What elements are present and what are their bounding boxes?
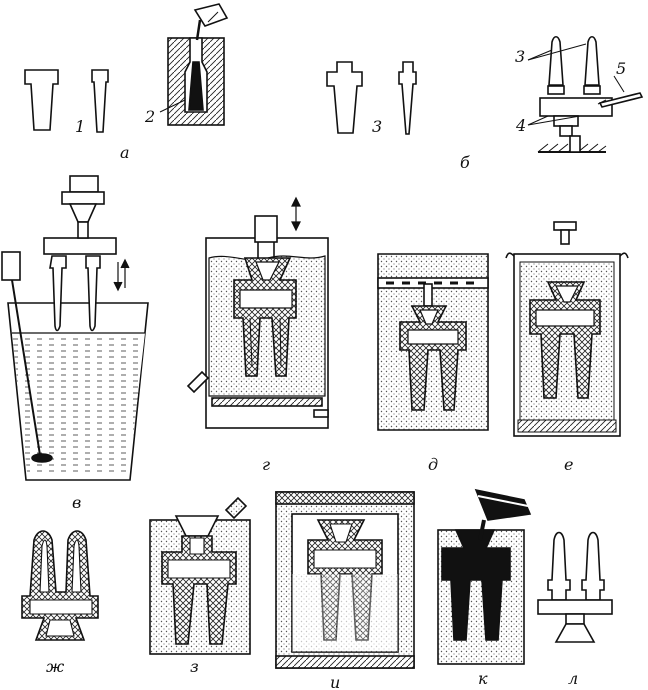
label-e: е	[564, 455, 573, 474]
label-g: г	[262, 455, 270, 474]
panel-i	[275, 491, 415, 669]
label-a: а	[120, 143, 130, 162]
panel-g	[186, 196, 329, 429]
finished-casting	[547, 531, 571, 601]
callout-4: 4	[515, 116, 526, 135]
callout-3: 3	[372, 117, 382, 136]
assembly-on-holder	[43, 175, 117, 332]
panel-z	[149, 496, 251, 655]
panel-d	[377, 253, 489, 431]
callout-2: 2	[144, 107, 155, 126]
label-b: б	[460, 153, 470, 172]
panel-a	[24, 3, 229, 133]
label-z: з	[190, 657, 199, 676]
up-down-arrows	[113, 258, 130, 292]
panel-e	[505, 221, 629, 437]
label-zh: ж	[46, 657, 65, 676]
callout-3b: 3	[515, 47, 525, 66]
callout-5: 5	[616, 59, 626, 78]
wax-pattern-large	[24, 69, 59, 131]
label-v: в	[72, 493, 81, 512]
callout-1: 1	[75, 117, 85, 136]
panel-k	[437, 488, 532, 665]
wax-pattern-small	[91, 69, 109, 133]
panel-b	[326, 35, 644, 153]
panel-l	[537, 531, 613, 643]
label-i: и	[330, 673, 340, 690]
panel-zh	[21, 530, 99, 641]
label-d: д	[428, 455, 438, 474]
pattern-with-gate-small	[398, 61, 417, 135]
panel-v	[1, 175, 149, 481]
press-mould	[167, 3, 229, 126]
label-k: к	[478, 669, 488, 688]
pattern-with-gate-large	[326, 61, 363, 134]
assembly-fixture	[537, 35, 644, 153]
label-l: л	[568, 669, 578, 688]
